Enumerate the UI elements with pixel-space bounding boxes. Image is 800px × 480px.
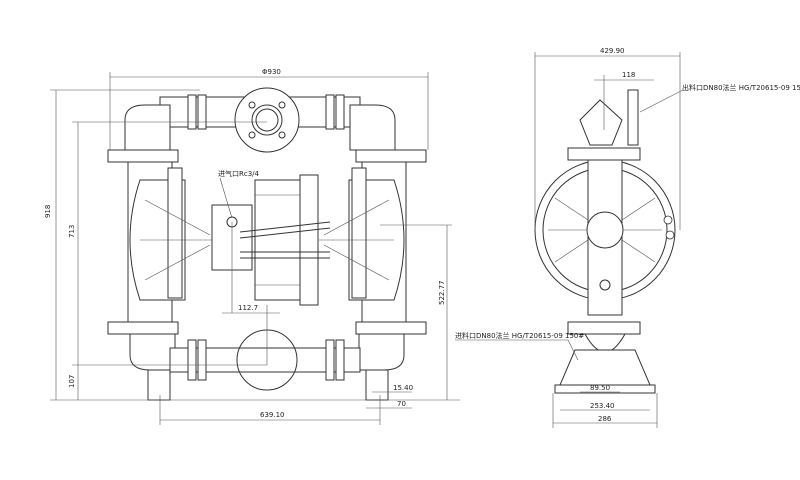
dim-overall-depth: 429.90 bbox=[600, 47, 625, 55]
front-view: Φ930 918 713 107 112.7 进气口Rc3/4 522.77 6… bbox=[44, 68, 460, 425]
right-chamber bbox=[319, 161, 407, 323]
side-dimensions: 429.90 118 出料口DN80法兰 HG/T20615-09 150# 进… bbox=[455, 47, 800, 428]
dim-foot-hole-spacing: 89.50 bbox=[590, 384, 610, 392]
dim-air-inlet-offset: 112.7 bbox=[238, 304, 258, 312]
outlet-flange bbox=[234, 87, 300, 153]
left-foot bbox=[147, 369, 171, 401]
air-valve-body bbox=[211, 174, 331, 306]
air-inlet-callout: 进气口Rc3/4 bbox=[218, 169, 260, 178]
outlet-flange-side bbox=[627, 89, 639, 146]
inlet-manifold bbox=[107, 321, 427, 401]
dim-foot-width: 70 bbox=[397, 400, 406, 408]
dim-base-hole-spacing: 253.40 bbox=[590, 402, 615, 410]
dim-mount-width: 639.10 bbox=[260, 411, 285, 419]
dim-overall-width: Φ930 bbox=[262, 68, 281, 76]
inlet-callout: 进料口DN80法兰 HG/T20615-09 150# bbox=[455, 331, 584, 340]
left-chamber bbox=[127, 161, 215, 323]
right-foot bbox=[365, 369, 389, 401]
dim-base-height: 107 bbox=[68, 375, 76, 388]
base bbox=[559, 349, 651, 386]
side-view: 429.90 118 出料口DN80法兰 HG/T20615-09 150# 进… bbox=[455, 47, 800, 428]
dim-center-height: 522.77 bbox=[438, 281, 446, 306]
dim-overall-height: 918 bbox=[44, 205, 52, 218]
outlet-callout: 出料口DN80法兰 HG/T20615-09 150# bbox=[682, 83, 800, 92]
front-dimensions: Φ930 918 713 107 112.7 进气口Rc3/4 522.77 6… bbox=[44, 68, 460, 425]
outlet-elbow bbox=[579, 99, 623, 146]
dim-bolt-hole: 15.40 bbox=[393, 384, 413, 392]
dim-outlet-offset: 118 bbox=[622, 71, 635, 79]
dim-port-height: 713 bbox=[68, 225, 76, 238]
dim-base-width: 286 bbox=[598, 415, 612, 423]
outlet-manifold bbox=[107, 87, 427, 163]
